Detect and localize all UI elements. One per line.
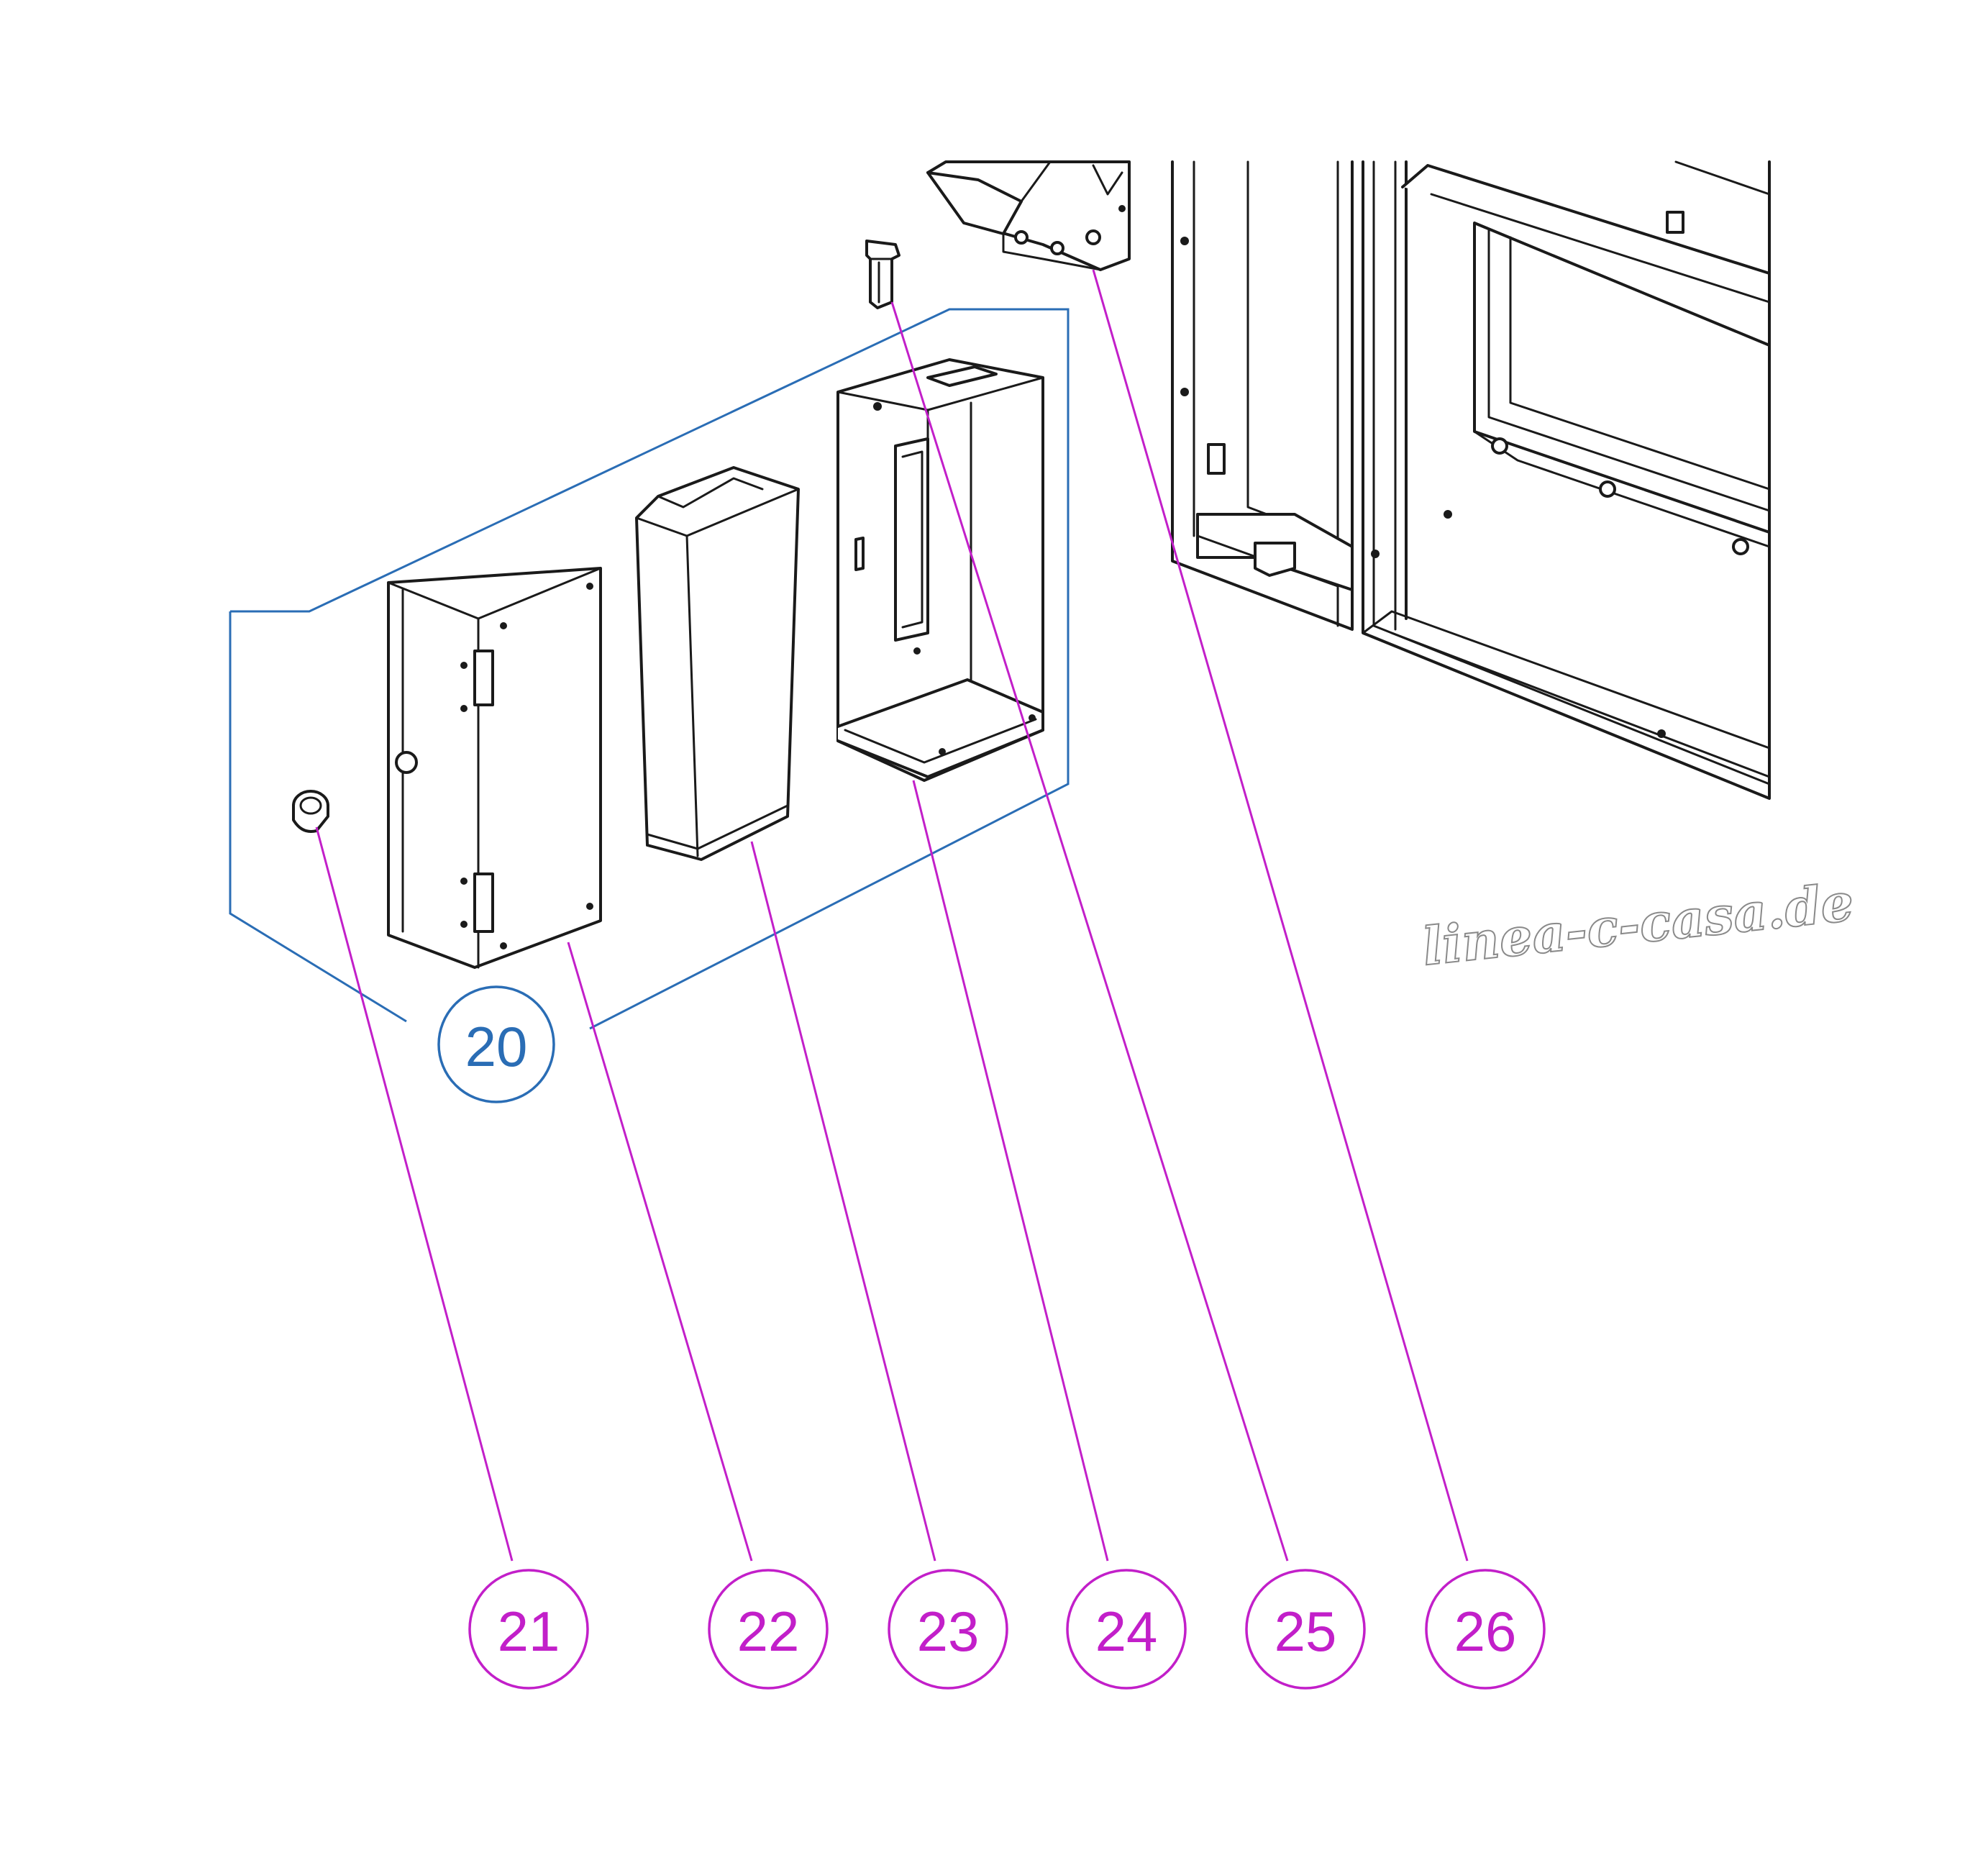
leader-24	[912, 780, 1109, 1562]
part-callout-label: 22	[737, 1600, 800, 1663]
leader-lines	[315, 269, 1469, 1562]
part-callout-26: 26	[1425, 1569, 1546, 1690]
leader-21	[315, 826, 514, 1562]
hinge-bracket-part	[926, 160, 1131, 271]
part-callout-24: 24	[1066, 1569, 1187, 1690]
leader-26	[1092, 269, 1469, 1562]
housing-part	[836, 358, 1044, 782]
leader-23	[750, 841, 936, 1562]
door-frame-illustration	[1171, 160, 1771, 800]
front-panel-part	[387, 567, 602, 969]
part-callout-23: 23	[888, 1569, 1008, 1690]
group-outline-20	[229, 308, 1070, 1030]
part-callout-22: 22	[708, 1569, 829, 1690]
clip-part	[865, 240, 900, 309]
part-callout-label: 25	[1275, 1600, 1337, 1663]
part-callout-label: 21	[498, 1600, 560, 1663]
part-callout-label: 23	[917, 1600, 980, 1663]
leader-25	[890, 301, 1289, 1562]
part-callout-25: 25	[1245, 1569, 1366, 1690]
part-callout-label: 24	[1095, 1600, 1158, 1663]
watermark-text: linea-c-casa.de	[1420, 871, 1857, 977]
liner-part	[635, 466, 800, 861]
group-callout-label: 20	[465, 1015, 528, 1078]
part-callout-label: 26	[1454, 1600, 1517, 1663]
leader-22	[567, 942, 753, 1562]
knob-part	[292, 790, 329, 833]
group-callout-20: 20	[437, 985, 555, 1103]
part-callout-21: 21	[468, 1569, 589, 1690]
